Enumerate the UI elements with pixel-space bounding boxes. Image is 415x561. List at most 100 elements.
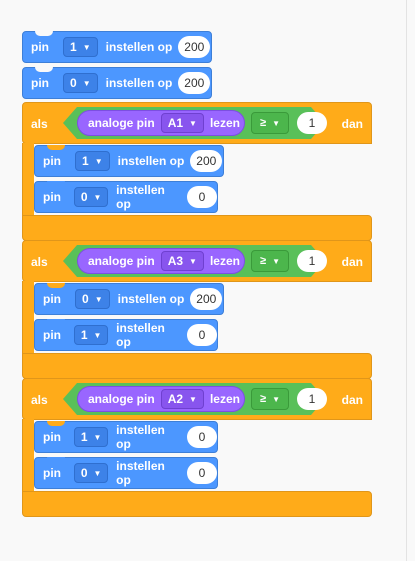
caret-down-icon: ▼ (82, 42, 91, 52)
block-notch (47, 283, 65, 288)
block-notch (47, 421, 65, 426)
if-block[interactable]: als analoge pin A2▼ lezen ≥▼ 1 dan (22, 378, 372, 518)
caret-down-icon: ▼ (189, 118, 197, 128)
workspace-edge (406, 0, 407, 561)
if-label: als (31, 117, 48, 131)
pin-dropdown[interactable]: 1▼ (74, 427, 109, 447)
if-footer (22, 215, 372, 241)
block-notch (47, 181, 65, 186)
caret-down-icon: ▼ (93, 192, 102, 202)
value-input[interactable]: 200 (178, 36, 211, 58)
pin-label: pin (43, 466, 61, 480)
caret-down-icon: ▼ (94, 156, 103, 166)
pin-dropdown[interactable]: 0▼ (75, 289, 110, 309)
pin-label: pin (43, 328, 61, 342)
then-label: dan (341, 255, 363, 269)
value-input[interactable]: 0 (187, 324, 217, 346)
value-input[interactable]: 200 (190, 288, 223, 310)
value-input[interactable]: 0 (187, 426, 217, 448)
if-body-rail (22, 143, 34, 216)
pin-dropdown[interactable]: 0▼ (74, 187, 109, 207)
pin-value: 0 (80, 466, 88, 480)
set-label: instellen op (117, 292, 185, 306)
caret-down-icon: ▼ (189, 394, 197, 404)
pin-label: pin (43, 292, 61, 306)
caret-down-icon: ▼ (272, 118, 280, 128)
then-label: dan (341, 393, 363, 407)
analog-pin-value: A3 (167, 254, 184, 268)
if-block[interactable]: als analoge pin A1▼ lezen ≥▼ 1 dan (22, 102, 372, 241)
if-body-rail (22, 281, 34, 354)
value-input[interactable]: 200 (178, 72, 211, 94)
analog-read-block[interactable]: analoge pin A3▼ lezen (77, 248, 245, 274)
pin-dropdown[interactable]: 1▼ (74, 325, 109, 345)
read-label: lezen (209, 254, 240, 268)
pin-value: 1 (82, 154, 89, 168)
pin-dropdown[interactable]: 0▼ (74, 463, 109, 483)
pin-value: 1 (80, 430, 88, 444)
set-label: instellen op (116, 321, 165, 349)
compare-value-input[interactable]: 1 (297, 112, 327, 134)
pin-label: pin (31, 40, 49, 54)
set-label: instellen op (116, 183, 165, 211)
pin-value: 0 (80, 190, 88, 204)
analog-pin-dropdown[interactable]: A1 ▼ (160, 113, 204, 133)
digital-write-block[interactable]: pin 0▼ instellen op 200 (22, 67, 212, 99)
caret-down-icon: ▼ (272, 394, 280, 404)
if-header: als analoge pin A3▼ lezen ≥▼ 1 dan (22, 240, 372, 282)
analog-label: analoge pin (88, 116, 155, 130)
analog-pin-value: A2 (167, 392, 184, 406)
compare-value-input[interactable]: 1 (297, 388, 327, 410)
if-footer (22, 353, 372, 379)
analog-read-block[interactable]: analoge pin A1 ▼ lezen (77, 110, 245, 136)
caret-down-icon: ▼ (93, 468, 102, 478)
then-label: dan (341, 117, 363, 131)
digital-write-block[interactable]: pin 0▼ instellen op 200 (34, 283, 224, 315)
value-input[interactable]: 0 (187, 462, 217, 484)
pin-label: pin (43, 430, 61, 444)
digital-write-block[interactable]: pin 1▼ instellen op 200 (34, 145, 224, 177)
if-footer (22, 491, 372, 517)
analog-pin-dropdown[interactable]: A2 ▼ (160, 389, 204, 409)
if-header: als analoge pin A2▼ lezen ≥▼ 1 dan (22, 378, 372, 420)
block-notch (47, 319, 65, 324)
value-input[interactable]: 200 (190, 150, 223, 172)
set-label: instellen op (105, 76, 173, 90)
block-notch (35, 31, 53, 36)
caret-down-icon: ▼ (93, 432, 102, 442)
caret-down-icon: ▼ (93, 330, 102, 340)
caret-down-icon: ▼ (82, 78, 91, 88)
digital-write-block[interactable]: pin 0▼ instellen op 0 (34, 181, 218, 213)
operator-value: ≥ (260, 255, 267, 267)
read-label: lezen (209, 116, 240, 130)
pin-label: pin (43, 190, 61, 204)
block-notch (35, 67, 53, 72)
if-header: als analoge pin A1▼ lezen ≥▼ 1 dan (22, 102, 372, 144)
value-input[interactable]: 0 (187, 186, 217, 208)
analog-read-block[interactable]: analoge pin A2▼ lezen (77, 386, 245, 412)
digital-write-block[interactable]: pin 1▼ instellen op 0 (34, 319, 218, 351)
set-label: instellen op (105, 40, 173, 54)
if-label: als (31, 393, 48, 407)
operator-dropdown[interactable]: ≥▼ (251, 250, 289, 272)
digital-write-block[interactable]: pin 1▼ instellen op 0 (34, 421, 218, 453)
operator-dropdown[interactable]: ≥▼ (251, 112, 289, 134)
pin-dropdown[interactable]: 1▼ (75, 151, 110, 171)
if-label: als (31, 255, 48, 269)
caret-down-icon: ▼ (189, 256, 197, 266)
compare-value-input[interactable]: 1 (297, 250, 327, 272)
set-label: instellen op (116, 423, 165, 451)
set-label: instellen op (116, 459, 165, 487)
operator-value: ≥ (260, 393, 267, 405)
analog-pin-dropdown[interactable]: A3 ▼ (160, 251, 204, 271)
pin-dropdown[interactable]: 1▼ (63, 37, 98, 57)
pin-dropdown[interactable]: 0▼ (63, 73, 98, 93)
operator-dropdown[interactable]: ≥▼ (251, 388, 289, 410)
pin-value: 1 (70, 40, 77, 54)
digital-write-block[interactable]: pin 0▼ instellen op 0 (34, 457, 218, 489)
block-notch (47, 457, 65, 462)
analog-pin-value: A1 (167, 116, 184, 130)
digital-write-block[interactable]: pin 1▼ instellen op 200 (22, 31, 212, 63)
pin-value: 0 (70, 76, 77, 90)
operator-value: ≥ (260, 117, 267, 129)
